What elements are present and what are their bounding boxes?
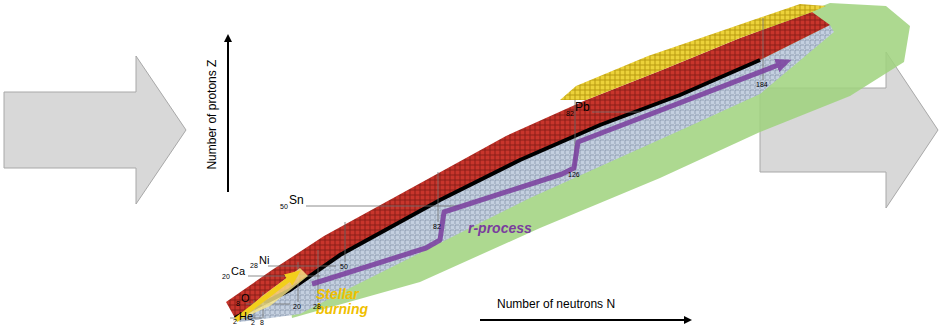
neutron-axis-arrow bbox=[480, 319, 690, 321]
axis-title: Number of neutrons N bbox=[497, 298, 615, 311]
unstable-neutron-rich-nuclei bbox=[235, 25, 834, 322]
proton-number: 2 bbox=[233, 318, 237, 326]
proton-number: 20 bbox=[222, 273, 230, 281]
neutron-magic-number: 2 bbox=[251, 319, 255, 327]
r-process-path bbox=[312, 62, 786, 284]
element-symbol: He bbox=[239, 310, 253, 322]
magic-number-lines bbox=[230, 18, 763, 318]
neutron-magic-number: 8 bbox=[260, 319, 264, 327]
neutron-magic-number: 126 bbox=[568, 171, 580, 179]
input-arrow bbox=[4, 56, 186, 204]
element-symbol: Ni bbox=[259, 254, 269, 266]
process-label: r-process bbox=[468, 221, 532, 236]
process-label: Stellar burning bbox=[316, 287, 378, 318]
proton-axis-arrow bbox=[227, 36, 229, 192]
proton-number: 28 bbox=[250, 262, 258, 270]
neutron-magic-number: 184 bbox=[756, 81, 768, 89]
axis-title: Number of protons Z bbox=[206, 60, 219, 170]
stellar-burning-glow bbox=[234, 268, 308, 322]
element-symbol: Ca bbox=[231, 265, 245, 277]
alpha-decaying-nuclei bbox=[560, 4, 826, 100]
proton-number: 50 bbox=[280, 203, 288, 211]
element-symbol: Sn bbox=[289, 194, 304, 207]
neutron-magic-number: 28 bbox=[313, 303, 321, 311]
neutron-magic-number: 50 bbox=[340, 263, 348, 271]
element-symbol: Pb bbox=[575, 101, 590, 114]
stable-nuclei-line bbox=[235, 60, 760, 318]
element-symbol: O bbox=[241, 292, 250, 304]
neutron-magic-number: 82 bbox=[433, 223, 441, 231]
neutron-magic-number: 20 bbox=[293, 303, 301, 311]
proton-number: 8 bbox=[236, 300, 240, 308]
proton-number: 82 bbox=[566, 110, 574, 118]
unstable-proton-rich-nuclei bbox=[226, 12, 830, 318]
